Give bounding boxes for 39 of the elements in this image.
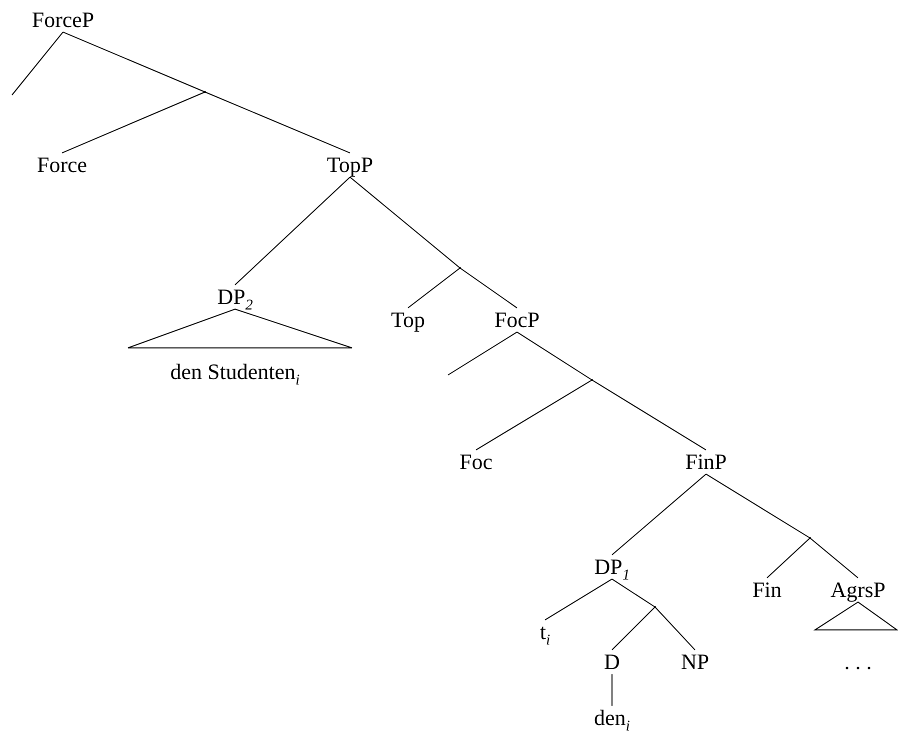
branch-line bbox=[612, 578, 656, 608]
node-label: Force bbox=[36, 152, 88, 178]
node-label: den$_{i}$ bbox=[594, 706, 630, 730]
branch-line bbox=[612, 606, 656, 650]
node-label: FinP bbox=[685, 450, 727, 474]
branch-line bbox=[810, 538, 858, 578]
branch-line bbox=[408, 268, 460, 308]
branch-line bbox=[62, 32, 206, 92]
node-label: TopP bbox=[326, 152, 374, 178]
node-label: D bbox=[604, 650, 620, 674]
node-label: DP$_{2}$ bbox=[217, 284, 253, 310]
branch-line bbox=[706, 474, 810, 538]
node-label: NP bbox=[680, 650, 710, 674]
branch-line bbox=[476, 380, 592, 450]
branch-line bbox=[766, 538, 810, 578]
branch-line bbox=[612, 474, 706, 556]
branch-line bbox=[350, 176, 460, 268]
branch-line bbox=[12, 32, 64, 96]
branch-line bbox=[460, 268, 518, 308]
branch-line bbox=[234, 176, 350, 286]
node-label: AgrsP bbox=[830, 578, 886, 602]
triangle-branch bbox=[128, 308, 352, 348]
node-label: ForceP bbox=[32, 8, 94, 32]
branch-line bbox=[516, 332, 592, 380]
branch-line bbox=[62, 92, 206, 154]
branch-line bbox=[204, 92, 350, 154]
node-label: Top bbox=[391, 308, 425, 332]
node-label: . . . bbox=[844, 650, 872, 674]
branch-line bbox=[448, 332, 518, 376]
node-label: Foc bbox=[460, 450, 492, 474]
node-label: FocP bbox=[494, 308, 540, 332]
node-label: t$_{i}$ bbox=[540, 620, 550, 644]
node-label: DP$_{1}$ bbox=[594, 554, 630, 580]
triangle-branch bbox=[813, 602, 898, 630]
node-label: Fin bbox=[752, 578, 782, 602]
node-label: den Studenten$_{i}$ bbox=[170, 360, 300, 384]
branch-line bbox=[654, 606, 696, 650]
branch-line bbox=[544, 578, 612, 620]
branch-line bbox=[592, 380, 706, 450]
